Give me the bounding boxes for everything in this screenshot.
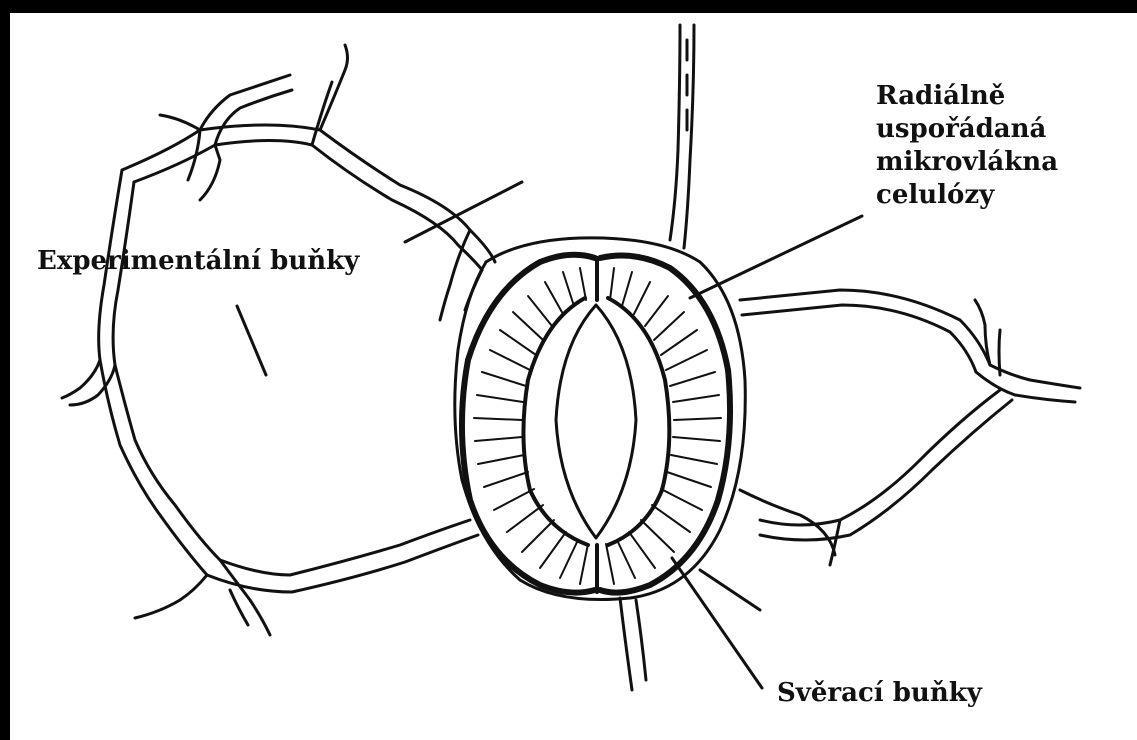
label-radial-line2: uspořádaná xyxy=(876,113,1058,146)
label-radial-line1: Radiálně xyxy=(876,80,1058,113)
leader-guard xyxy=(672,558,762,688)
label-experimental-cells: Experimentální buňky xyxy=(37,245,359,278)
label-radial-line3: mikrovlákna xyxy=(876,146,1058,179)
leader-radial xyxy=(690,216,862,298)
label-radial-microfibrils: Radiálně uspořádaná mikrovlákna celulózy xyxy=(876,80,1058,212)
guard-cell-inner-walls xyxy=(523,298,669,545)
leader-experimental-lower xyxy=(237,306,266,375)
label-radial-line4: celulózy xyxy=(876,179,1058,212)
leader-experimental-upper xyxy=(405,182,522,242)
label-guard-cells: Svěrací buňky xyxy=(777,677,982,710)
